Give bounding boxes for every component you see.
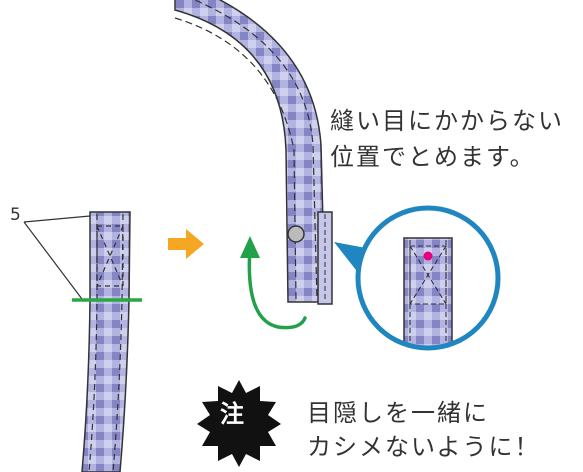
instruction-line-2: 位置でとめます。	[330, 143, 536, 171]
warning-text: 目隠しを一緒に カシメないように！	[307, 396, 541, 464]
measure-lines	[23, 215, 91, 300]
rotate-arrow-icon	[240, 236, 307, 330]
rivet-position-dot	[423, 251, 433, 261]
warning-badge-label: 注	[220, 400, 244, 428]
right-arrow-icon	[168, 229, 204, 259]
left-strap	[81, 211, 131, 472]
right-strap	[174, 0, 333, 305]
warning-line-1: 目隠しを一緒に	[307, 399, 489, 427]
zoom-callout	[334, 205, 501, 351]
instruction-line-1: 縫い目にかからない	[330, 107, 564, 135]
measure-label: 5	[10, 205, 21, 225]
rivet	[287, 225, 305, 243]
warning-line-2: カシメないように！	[307, 433, 541, 461]
warning-starburst-icon	[197, 380, 281, 467]
instruction-text: 縫い目にかからない 位置でとめます。	[330, 103, 564, 175]
